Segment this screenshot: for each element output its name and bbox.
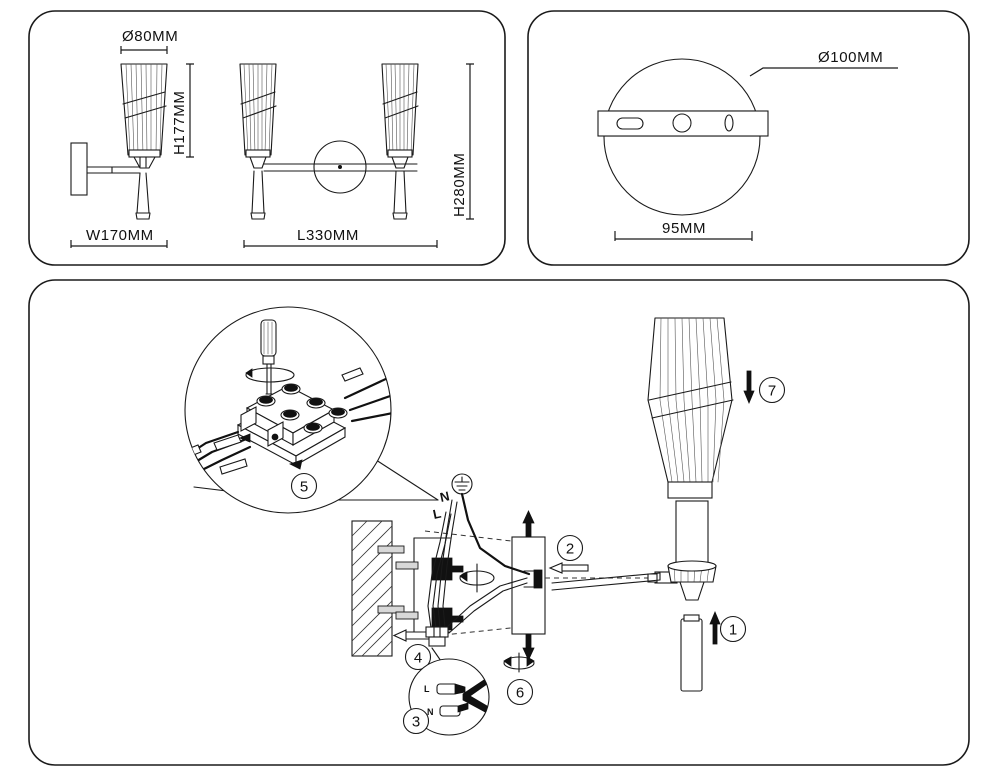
label-connector-neutral: N [427,707,434,717]
callout-4: 4 [404,643,432,671]
panel-border-assembly [28,279,970,766]
bulb-install-arrow [709,610,721,645]
earth-wire [460,492,531,576]
bracket-slot-hole [616,117,644,130]
set-screw-arrow [548,562,589,574]
terminal-block-detail: 5 [184,306,439,514]
bar-boss [533,569,543,589]
wall-plate-circle [603,58,761,216]
bracket-oval-hole [724,114,734,132]
bulb-part [680,614,703,692]
shade-install-arrow [743,370,755,405]
label-shade-height: H177MM [171,91,188,155]
shade-side [120,63,168,169]
panel-wall-plate: Ø100MM 95MM [527,10,970,266]
bracket-round-hole [672,113,692,133]
panel-fixture-dimensions: Ø80MM H177MM W170MM [28,10,506,266]
callout-6: 6 [506,678,534,706]
svg-text:3: 3 [412,714,420,731]
arrow-down-bottom [522,633,535,661]
wire-crimp [425,626,449,647]
terminal-screws [256,383,348,434]
wall-anchor-2 [377,605,405,614]
dimension-plate-span: 95MM [614,220,753,241]
svg-text:5: 5 [300,479,308,496]
label-front-length: L330MM [297,227,359,244]
mounting-bar [459,510,546,661]
callout-7: 7 [758,376,786,404]
alignment-dash-top [424,530,521,543]
bundle-wire [445,577,528,634]
side-view-drawing: Ø80MM H177MM W170MM [70,28,194,248]
shade-front-left [239,63,277,220]
connector-circle [408,658,490,736]
wall-section [351,520,405,657]
label-wire-live: L [432,506,443,522]
label-fixture-height: H280MM [451,153,468,217]
label-plate-span: 95MM [662,220,706,237]
alignment-dash-bottom [424,626,521,638]
wall-anchor-1 [377,545,405,554]
supply-wires: N L [425,473,531,647]
arm-tube [551,572,661,591]
dimension-fixture-height: H280MM [451,63,474,220]
rotation-indicator [459,563,495,593]
wire-connector-detail: L N 3 [402,647,490,736]
dimension-plate-diameter: Ø100MM [749,49,898,77]
panel-border-plate [527,10,970,266]
arm-socket-assembly: 7 1 [551,317,786,692]
socket-taper [679,581,705,601]
label-connector-live: L [424,684,430,694]
dimension-front-length: L330MM [243,227,438,248]
label-side-width: W170MM [86,227,154,244]
screw-1 [395,557,464,581]
callout-3: 3 [402,707,430,735]
detail-leader-line [372,457,439,501]
dimension-shade-height: H177MM [171,63,194,158]
socket-body [675,500,709,567]
rotation-arrow [245,367,295,383]
shade-front-right [381,63,419,220]
set-screw-step: 2 [545,534,678,584]
panel-assembly: 5 [28,279,970,766]
terminal-block [236,383,348,466]
neutral-wire [437,499,458,629]
cap-nut-assembly: 6 [503,652,535,706]
svg-text:1: 1 [729,622,737,639]
callout-5: 5 [290,472,318,500]
shade-part [647,317,734,499]
label-plate-diameter: Ø100MM [818,49,883,66]
callout-1: 1 [719,615,747,643]
svg-text:7: 7 [768,383,776,400]
earth-ground-icon [451,473,473,495]
live-wire [427,511,452,629]
socket-ring [667,560,717,583]
svg-text:6: 6 [516,685,524,702]
connector-leader [431,647,442,662]
wall-hatching [351,520,393,657]
dimension-side-width: W170MM [70,227,168,248]
panel-border-dimensions [28,10,506,266]
dimension-shade-diameter: Ø80MM [120,28,178,54]
label-wire-neutral: N [439,488,451,505]
arrow-up-top [522,510,535,538]
svg-text:2: 2 [566,541,574,558]
svg-text:4: 4 [414,650,422,667]
label-shade-diameter: Ø80MM [122,28,178,45]
screwdriver-icon [260,319,277,395]
front-view-drawing: H280MM L330MM [239,63,474,248]
callout-2: 2 [556,534,584,562]
